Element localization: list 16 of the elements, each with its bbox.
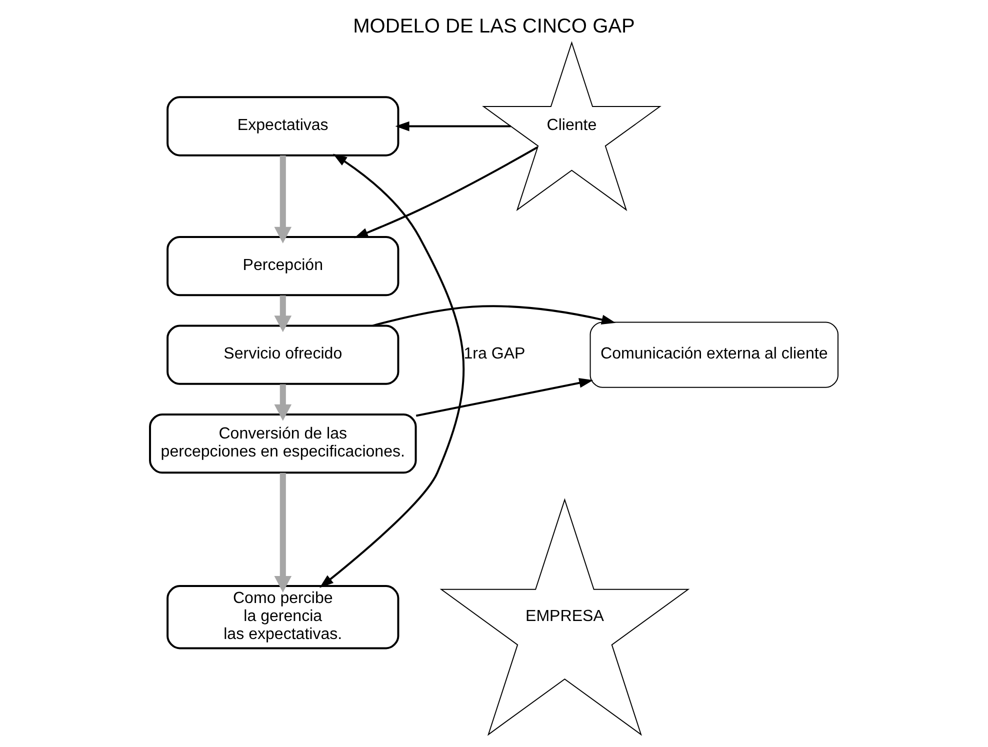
arrow xyxy=(416,378,594,417)
edge-label: 1ra GAP xyxy=(464,344,526,363)
node-box: Conversión de las percepciones en especificaciones. xyxy=(149,414,417,474)
node-box: Expectativas xyxy=(166,96,400,156)
arrow xyxy=(320,154,465,588)
arrow xyxy=(372,305,616,327)
diagram-title: MODELO DE LAS CINCO GAP xyxy=(353,16,635,38)
arrow xyxy=(274,472,292,592)
node-box: Comunicación externa al cliente xyxy=(590,322,838,388)
node-box: Como percibe la gerencia las expectativas. xyxy=(166,585,400,650)
arrow xyxy=(395,121,511,132)
arrow xyxy=(274,295,292,332)
arrow xyxy=(274,156,292,244)
arrow xyxy=(274,384,292,421)
node-box: Percepción xyxy=(166,236,400,296)
node-box: Servicio ofrecido xyxy=(166,324,400,385)
